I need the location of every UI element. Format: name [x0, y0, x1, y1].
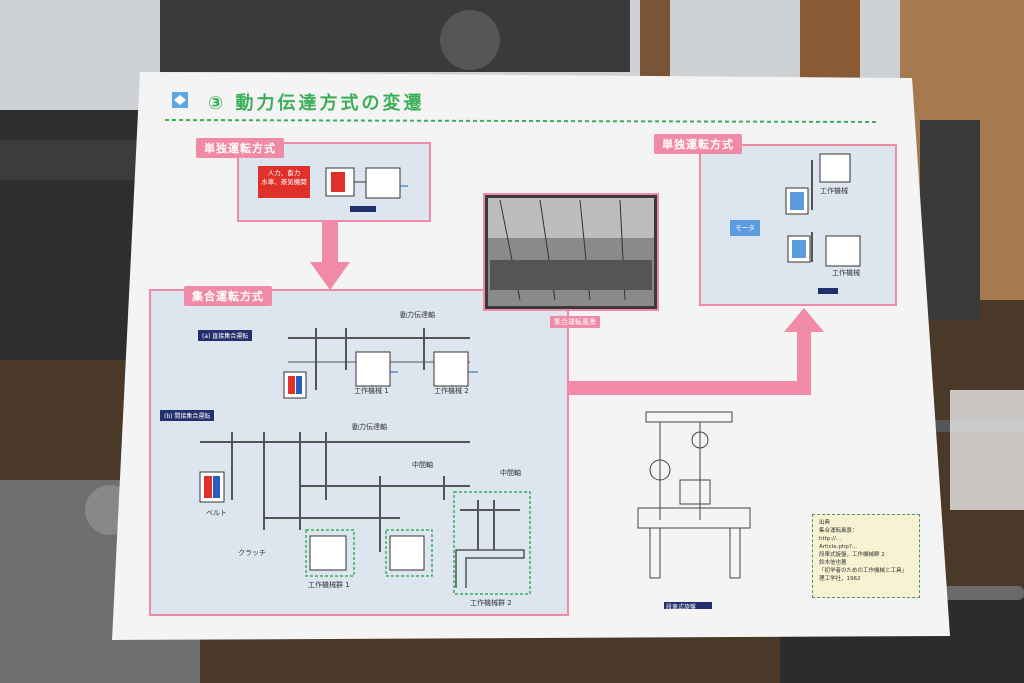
power-shaft-a-label: 動力伝達軸: [400, 311, 435, 319]
board-title: ③ 動力伝達方式の変遷: [208, 93, 425, 114]
motor-box: モータ: [730, 220, 760, 236]
lathe-caption: 段車式旋盤: [666, 604, 697, 611]
credit-line: 出典: [819, 520, 831, 526]
countershaft-1-label: 中間軸: [412, 461, 433, 469]
credit-line: 鈴木信也著: [819, 560, 847, 566]
credit-box: 出典 集合運転風景： http://... Article.php?... 段車…: [812, 514, 920, 598]
individual-drive-label: 単独運転方式: [196, 138, 284, 158]
power-source-box: 人力、畜力 水車、蒸気機関: [258, 166, 310, 198]
photo-caption: 集合運転風景: [550, 316, 600, 328]
group-2-label: 工作機械群 2: [470, 599, 512, 607]
credit-line: 「初学者のための工作機械と工具」: [819, 568, 908, 574]
credit-line: Article.php?...: [819, 544, 858, 550]
machine-tool-right-bottom-label: 工作機械: [832, 269, 860, 277]
credit-line: 集合運転風景：: [819, 528, 858, 534]
section-a-label: (a) 直接集合運転: [198, 330, 253, 341]
machine-tool-right-top-label: 工作機械: [820, 187, 848, 195]
individual-drive-label-right: 単独運転方式: [654, 134, 742, 154]
section-b-label: (b) 間接集合運転: [160, 410, 215, 421]
power-shaft-b-label: 動力伝達軸: [352, 423, 387, 431]
credit-line: 理工学社，1962: [819, 576, 861, 582]
belt-label: ベルト: [206, 509, 227, 517]
countershaft-2-label: 中間軸: [500, 469, 521, 477]
group-drive-label: 集合運転方式: [184, 286, 272, 306]
credit-line: http://...: [819, 536, 842, 542]
clutch-label: クラッチ: [238, 549, 266, 557]
group-1-label: 工作機械群 1: [308, 581, 350, 589]
machine-2-label: 工作機械 2: [434, 387, 469, 395]
machine-1-label: 工作機械 1: [354, 387, 389, 395]
credit-line: 段車式旋盤，工作機械群 2: [819, 552, 885, 558]
